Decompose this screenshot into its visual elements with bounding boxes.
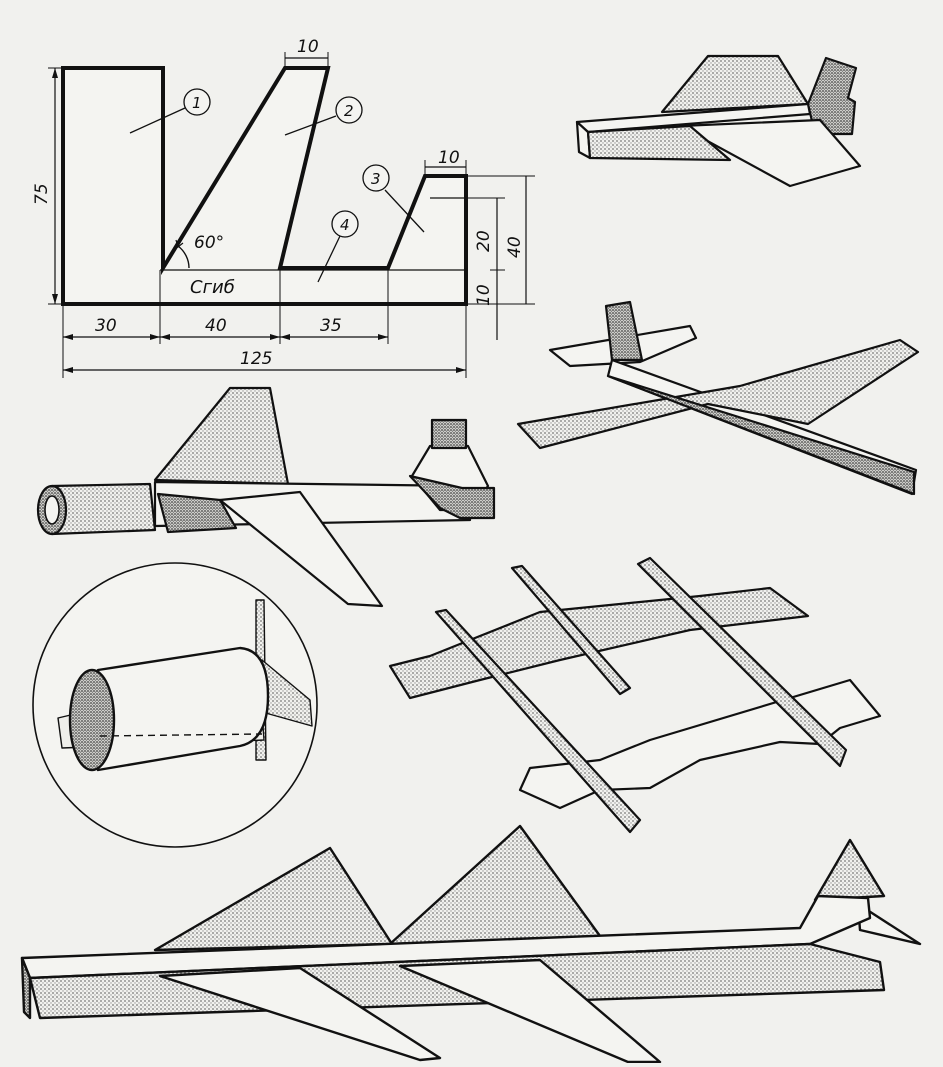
callout-2: 2 <box>344 102 354 120</box>
dim-35: 35 <box>320 316 342 336</box>
rocket-glider-illustration <box>36 386 496 608</box>
dim-10-right: 10 <box>474 284 494 306</box>
dim-30: 30 <box>95 316 117 336</box>
dim-125: 125 <box>240 349 272 369</box>
flat-pattern: 60° 75 10 10 20 40 10 <box>32 37 535 378</box>
dim-40: 40 <box>505 236 525 258</box>
dim-10-part2: 10 <box>297 37 319 57</box>
small-glider-illustration <box>575 54 862 188</box>
dim-10-part3: 10 <box>438 148 460 168</box>
dim-40-bottom: 40 <box>205 316 227 336</box>
dim-20: 20 <box>474 230 494 252</box>
detail-inset-illustration <box>32 562 318 848</box>
callouts: 1 2 3 4 <box>129 88 425 283</box>
angle-label: 60° <box>194 233 224 253</box>
dim-75: 75 <box>32 183 52 205</box>
swept-wing-glider-illustration <box>516 300 920 496</box>
callout-4: 4 <box>340 216 350 234</box>
fold-label: Сгиб <box>190 277 235 298</box>
large-glider-illustration <box>20 824 922 1064</box>
callout-1: 1 <box>192 94 202 112</box>
angle-arc <box>177 245 190 269</box>
twin-boom-glider-illustration <box>388 556 882 834</box>
pattern-outline <box>61 66 468 306</box>
callout-3: 3 <box>371 170 381 188</box>
